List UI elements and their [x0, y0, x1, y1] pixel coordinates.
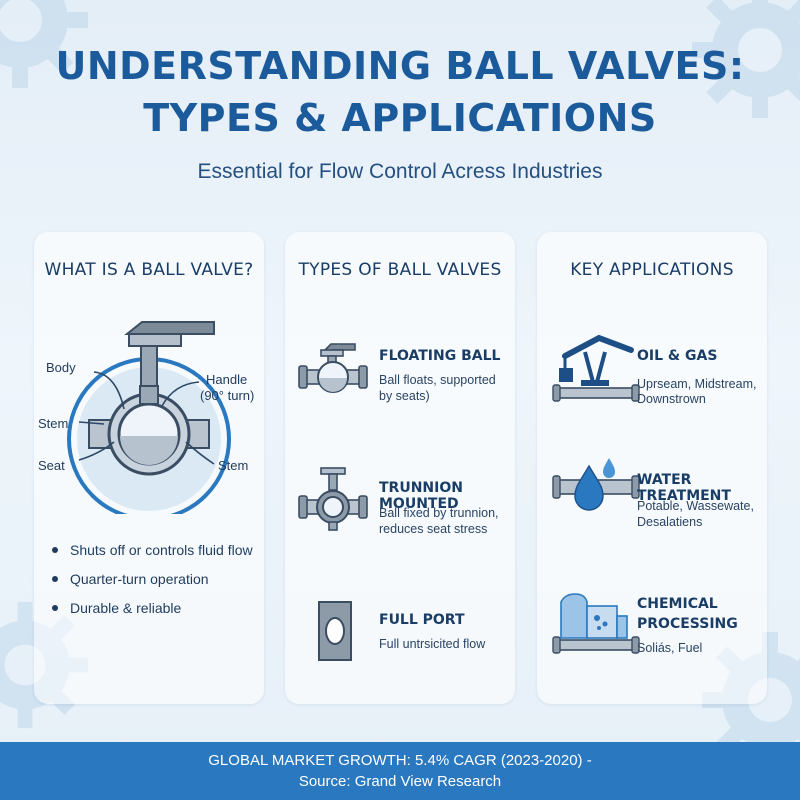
type-desc: reduces seat stress: [379, 522, 488, 536]
label-handle-note: (90° turn): [200, 388, 255, 403]
label-stem-right: Stem: [218, 458, 249, 473]
water-drop-pipe-icon: [552, 458, 640, 511]
bullet-dot: [52, 547, 58, 553]
application-desc: Soliás, Fuel: [637, 641, 703, 655]
what-is-title: WHAT IS A BALL VALVE?: [44, 260, 254, 280]
list-item: Quarter-turn operation: [52, 571, 253, 587]
chemical-plant-icon: [552, 593, 640, 654]
application-desc: Potable, Wassewate,: [637, 499, 754, 513]
application-name-line2: PROCESSING: [637, 616, 738, 632]
bullet-text: Shuts off or controls fluid flow: [70, 542, 253, 558]
ball-valve-diagram-icon: [67, 321, 231, 514]
title-line-1: UNDERSTANDING BALL VALVES:: [55, 44, 745, 88]
pumpjack-icon: [552, 334, 640, 402]
bullet-text: Quarter-turn operation: [70, 571, 209, 587]
application-name: OIL & GAS: [637, 348, 718, 364]
label-handle: Handle: [206, 372, 248, 387]
type-name: TRUNNION MOUNTED: [379, 480, 463, 512]
application-desc: Downstrown: [637, 392, 706, 406]
footer-line-1: GLOBAL MARKET GROWTH: 5.4% CAGR (2023-20…: [208, 752, 592, 769]
floating-ball-valve-icon: [298, 343, 368, 393]
list-item: Durable & reliable: [52, 600, 253, 616]
footer-line-2: Source: Grand View Research: [298, 773, 502, 790]
footer-banner: GLOBAL MARKET GROWTH: 5.4% CAGR (2023-20…: [0, 742, 800, 800]
bullet-text: Durable & reliable: [70, 600, 182, 616]
list-item: Shuts off or controls fluid flow: [52, 542, 253, 558]
page-subtitle: Essential for Flow Control Acress Indust…: [197, 160, 603, 183]
application-desc: Uprseam, Midstream,: [637, 377, 757, 391]
types-card: TYPES OF BALL VALVES FLOATING BALL Ball …: [285, 232, 515, 704]
type-desc: by seats): [379, 389, 430, 403]
type-name: FLOATING BALL: [379, 348, 501, 364]
types-title: TYPES OF BALL VALVES: [298, 260, 502, 280]
bullet-dot: [52, 576, 58, 582]
what-is-card: WHAT IS A BALL VALVE? Body Handle (90° t…: [34, 232, 264, 704]
trunnion-valve-icon: [298, 467, 368, 531]
full-port-icon: [318, 601, 352, 661]
application-name: CHEMICAL: [637, 596, 718, 612]
application-name: WATER TREATMENT: [637, 472, 731, 504]
applications-card: KEY APPLICATIONS OIL & GAS Uprseam, Mids…: [537, 232, 767, 704]
gear-icon: [692, 0, 800, 118]
applications-title: KEY APPLICATIONS: [570, 260, 734, 280]
type-desc: Ball fixed by trunnion,: [379, 506, 499, 520]
title-line-2: TYPES & APPLICATIONS: [143, 96, 657, 140]
type-desc: Full untrsicited flow: [379, 637, 486, 651]
bullet-dot: [52, 605, 58, 611]
label-body: Body: [46, 360, 76, 375]
application-desc: Desalatiens: [637, 515, 703, 529]
what-is-bullets: Shuts off or controls fluid flow Quarter…: [52, 542, 253, 629]
gear-icon: [0, 0, 88, 88]
type-name: FULL PORT: [379, 612, 465, 628]
type-desc: Ball floats, supported: [379, 373, 496, 387]
page-title: UNDERSTANDING BALL VALVES: TYPES & APPLI…: [0, 40, 800, 144]
label-stem-left: Stem: [38, 416, 69, 431]
label-seat: Seat: [38, 458, 65, 473]
